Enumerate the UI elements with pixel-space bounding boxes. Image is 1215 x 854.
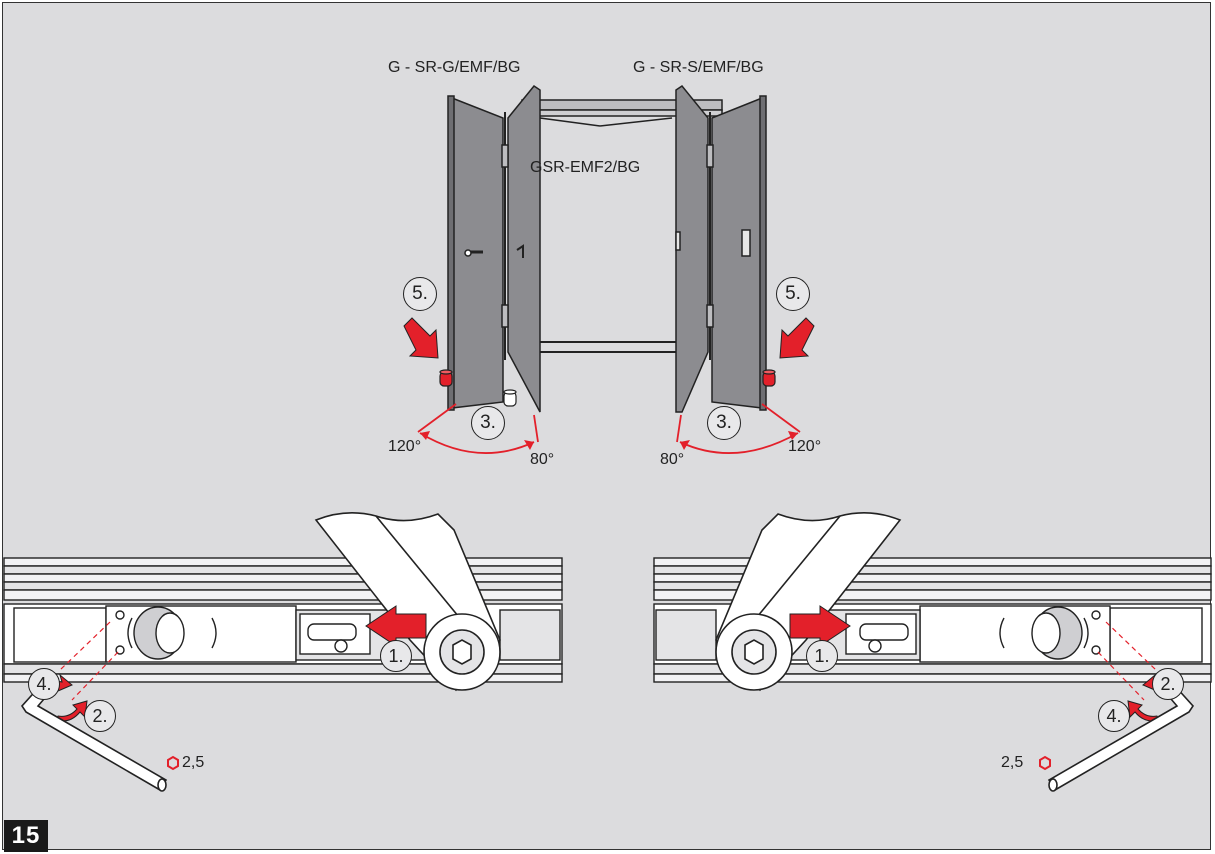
door-stops: [439, 369, 776, 407]
hex-size-icon-left: [167, 755, 179, 771]
step-3-right-callout: 3.: [707, 406, 741, 440]
left-door-leaves: [447, 84, 541, 413]
step-5-left-callout: 5.: [403, 277, 437, 311]
center-model-label: GSR-EMF2/BG: [530, 159, 641, 176]
angle-label-left-120: 120°: [388, 438, 422, 455]
step-2-right-callout: 2.: [1152, 668, 1184, 700]
left-rail: [3, 557, 563, 683]
angle-label-left-80: 80°: [530, 451, 555, 468]
press-arrows: [403, 317, 815, 359]
step-4-left-callout: 4.: [28, 668, 60, 700]
right-door-model-label: G - SR-S/EMF/BG: [633, 59, 764, 76]
hex-key-size-right: 2,5: [1001, 754, 1024, 771]
step-1-right-callout: 1.: [806, 640, 838, 672]
left-door-model-label: G - SR-G/EMF/BG: [388, 59, 521, 76]
push-arrow-left: [365, 605, 427, 647]
step-5-right-callout: 5.: [776, 277, 810, 311]
angle-arcs: [417, 403, 801, 454]
guide-lines: [59, 621, 1157, 701]
step-4-right-callout: 4.: [1098, 700, 1130, 732]
hex-size-icon-right: [1039, 755, 1051, 771]
step-2-left-callout: 2.: [84, 700, 116, 732]
angle-label-right-120: 120°: [788, 438, 822, 455]
hex-key-size-left: 2,5: [182, 754, 205, 771]
left-arm: [314, 512, 501, 692]
angle-label-right-80: 80°: [660, 451, 685, 468]
push-arrow-right: [789, 605, 851, 647]
step-3-left-callout: 3.: [471, 406, 505, 440]
step-1-left-callout: 1.: [380, 640, 412, 672]
right-door-leaves: [675, 84, 767, 413]
figure-number-badge: 15: [4, 820, 48, 852]
right-arm: [715, 512, 902, 692]
